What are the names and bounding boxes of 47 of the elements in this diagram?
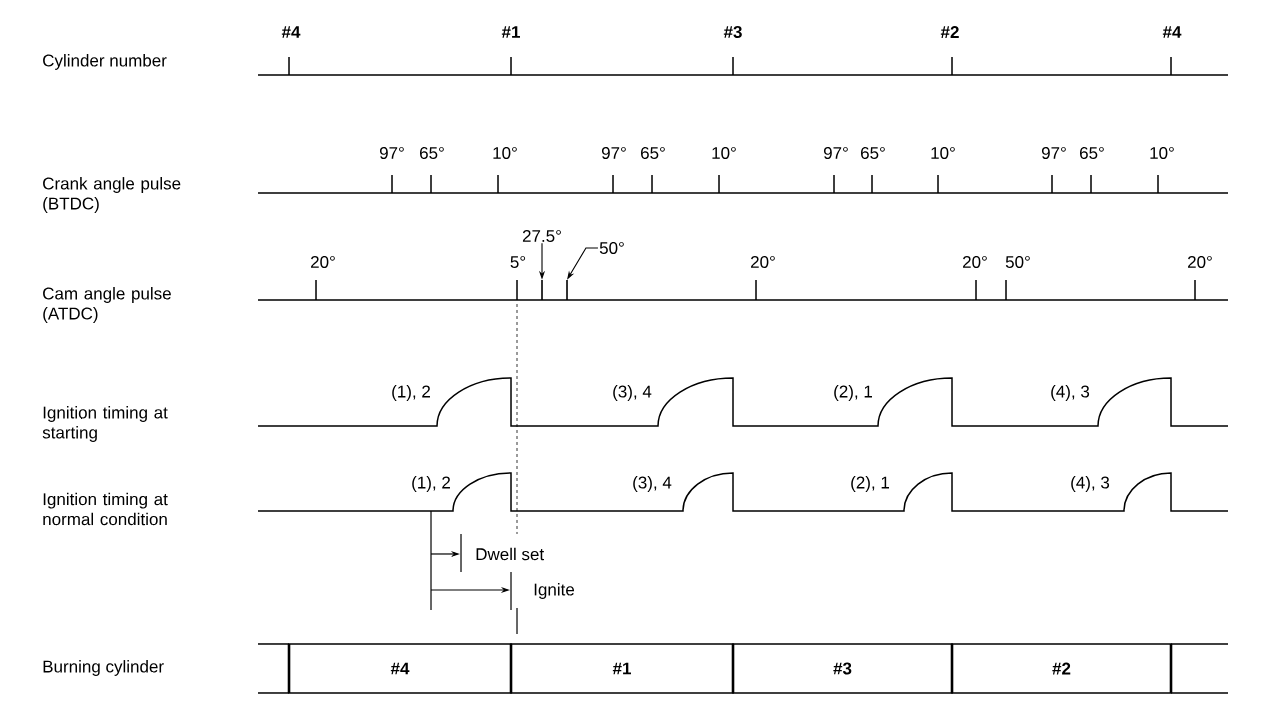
- pulse-label: (3), 4: [613, 385, 652, 401]
- pulse-label: (4), 3: [1051, 385, 1090, 401]
- cylinder-cell: #2: [951, 643, 1172, 694]
- angle-label: 10°: [493, 146, 517, 159]
- angle-label: 10°: [931, 146, 955, 159]
- pulse-label: (2), 1: [851, 476, 889, 492]
- cylinder-label: #4: [1162, 26, 1182, 38]
- pulse-label: (3), 4: [633, 476, 672, 492]
- angle-label: 65°: [1080, 146, 1104, 159]
- row-label: Ignition timing at normal condition: [43, 492, 168, 526]
- row-label: Crank angle pulse (BTDC): [43, 177, 181, 213]
- dimension-label: Ignite: [534, 583, 575, 599]
- row-label: Cylinder number: [43, 54, 167, 70]
- cylinder-label: #4: [281, 26, 301, 38]
- row-label: Cam angle pulse (ATDC): [43, 287, 171, 323]
- pulse-tick: [566, 280, 568, 300]
- angle-label: 20°: [963, 255, 987, 268]
- angle-label: 97°: [1041, 146, 1066, 159]
- angle-label: 20°: [751, 255, 775, 268]
- cylinder-label: #1: [501, 26, 520, 38]
- pulse-tick: [541, 280, 543, 300]
- angle-label: 5°: [510, 255, 526, 268]
- angle-label: 20°: [311, 255, 335, 268]
- angle-label: 65°: [861, 146, 885, 159]
- cylinder-label: #3: [723, 25, 742, 38]
- angle-label: 10°: [712, 146, 736, 159]
- cylinder-cell: #3: [732, 643, 953, 694]
- angle-label: 97°: [601, 146, 626, 159]
- cylinder-label: #2: [940, 26, 959, 38]
- angle-label: 20°: [1188, 255, 1212, 268]
- angle-label: 10°: [1150, 146, 1174, 159]
- angle-label: 97°: [823, 146, 848, 159]
- pulse-label: (1), 2: [412, 476, 450, 492]
- pulse-label: (1), 2: [392, 385, 430, 401]
- angle-label: 65°: [641, 146, 665, 159]
- angle-label: 97°: [379, 146, 404, 159]
- row-label: Burning cylinder: [43, 660, 164, 676]
- angle-label: 65°: [420, 146, 444, 159]
- cylinder-cell: #1: [510, 643, 734, 694]
- angle-label: 50°: [599, 241, 624, 254]
- cylinder-cell: #4: [288, 643, 512, 694]
- angle-label: 27.5°: [522, 229, 561, 242]
- dimension-label: Dwell set: [476, 547, 544, 561]
- angle-label: 50°: [1005, 255, 1030, 268]
- pulse-label: (4), 3: [1071, 476, 1110, 492]
- pulse-label: (2), 1: [834, 385, 872, 401]
- row-label: Ignition timing at starting: [42, 406, 168, 442]
